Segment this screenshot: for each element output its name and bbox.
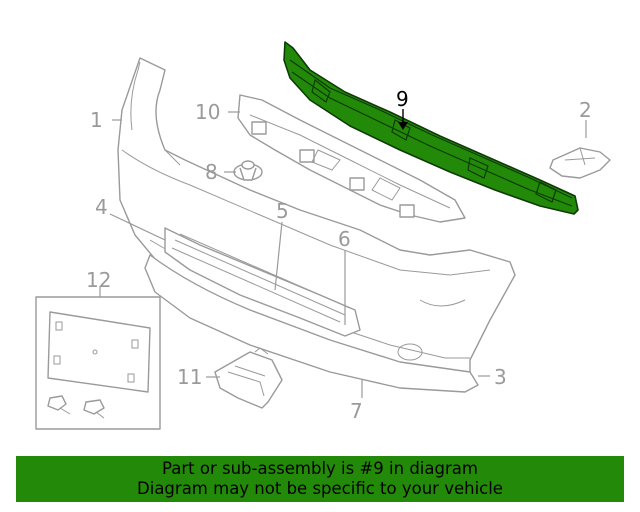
callout-8: 8 — [205, 160, 218, 184]
callout-10: 10 — [195, 100, 220, 124]
banner-line-disclaimer: Diagram may not be specific to your vehi… — [137, 479, 503, 498]
reinforcement-bar-part-highlighted[interactable] — [283, 41, 579, 215]
callout-12: 12 — [86, 268, 111, 292]
callout-3: 3 — [494, 365, 507, 389]
callout-7: 7 — [350, 399, 363, 423]
side-bracket-part[interactable] — [549, 147, 611, 179]
callout-2: 2 — [579, 98, 592, 122]
part-info-banner: Part or sub-assembly is #9 in diagram Di… — [16, 456, 624, 502]
lower-valance-part[interactable] — [144, 254, 479, 393]
lower-bracket-part[interactable] — [214, 347, 283, 409]
leader-lines — [99, 109, 587, 398]
callout-9: 9 — [396, 87, 409, 111]
callout-1: 1 — [90, 108, 103, 132]
energy-absorber-part[interactable] — [237, 94, 466, 223]
lower-grille-part[interactable] — [164, 227, 361, 337]
callout-5: 5 — [276, 199, 289, 223]
callout-6: 6 — [338, 227, 351, 251]
license-plate-kit-part[interactable] — [35, 296, 161, 430]
callout-11: 11 — [177, 365, 202, 389]
callout-4: 4 — [95, 195, 108, 219]
push-pin-retainer-part[interactable] — [233, 160, 263, 181]
callout-labels: 1 2 3 4 5 6 7 8 9 10 11 12 — [86, 87, 592, 423]
banner-line-part-number: Part or sub-assembly is #9 in diagram — [162, 459, 478, 478]
